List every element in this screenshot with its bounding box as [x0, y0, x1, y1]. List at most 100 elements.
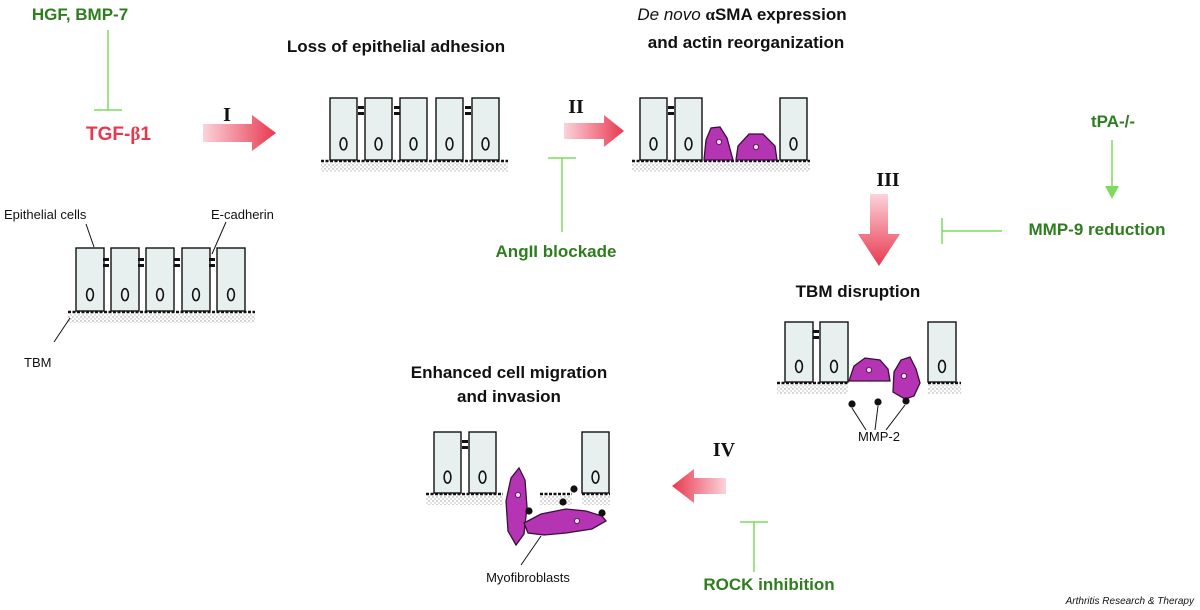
- e-cadherin-junction: [209, 258, 215, 261]
- e-cadherin-junction: [462, 446, 468, 449]
- tbm-pointer: [53, 317, 71, 343]
- tbm-disruption-title: TBM disruption: [796, 282, 921, 301]
- epithelial-cell: [435, 97, 464, 161]
- e-cadherin-junction: [174, 258, 180, 261]
- mmp2-molecule: [598, 509, 606, 517]
- step-iv-arrow: [672, 469, 726, 503]
- step-iv-label: IV: [713, 439, 736, 461]
- cell-nucleus: [789, 137, 798, 151]
- e-cadherin-label: E-cadherin: [211, 207, 274, 222]
- epithelial-cell: [819, 321, 849, 383]
- epithelial-cell: [364, 97, 393, 161]
- cell-nucleus: [829, 359, 839, 374]
- cell-nucleus: [591, 470, 600, 484]
- cell-nucleus: [191, 287, 201, 302]
- actin-reorganization-title: and actin reorganization: [648, 33, 844, 52]
- epithelial-cell: [329, 97, 358, 161]
- tbm-label: TBM: [24, 355, 51, 370]
- mmp2-molecule: [874, 398, 882, 406]
- cell-nucleus: [155, 287, 165, 302]
- basement-membrane-matrix: [540, 496, 572, 505]
- loss-adhesion-panel: [321, 97, 508, 172]
- mmp2-pointer: [885, 404, 906, 431]
- cell-nucleus: [684, 137, 693, 151]
- cell-nucleus: [226, 287, 236, 302]
- step-iii-arrow: [858, 194, 900, 266]
- e-cadherin-junction: [394, 106, 400, 109]
- cell-nucleus: [409, 137, 418, 151]
- step-iii-label: III: [876, 169, 900, 191]
- epithelial-cells-pointer: [85, 223, 95, 248]
- epithelial-cell: [639, 97, 668, 161]
- e-cadherin-junction: [465, 112, 471, 115]
- cell-nucleus: [374, 137, 383, 151]
- cell-nucleus: [794, 359, 804, 374]
- myofibroblast-nucleus: [866, 366, 873, 373]
- mmp2-molecule: [570, 485, 578, 493]
- e-cadherin-pointer: [211, 221, 227, 255]
- e-cadherin-junction: [465, 106, 471, 109]
- epithelial-cell: [145, 247, 175, 312]
- e-cadherin-junction: [813, 336, 819, 339]
- epithelial-cell: [181, 247, 211, 312]
- invading-cell: [892, 356, 921, 400]
- myofibroblast-spindle: [523, 508, 607, 536]
- epithelial-cell: [110, 247, 140, 312]
- cell-nucleus: [443, 470, 452, 484]
- tpa-arrowhead: [1105, 186, 1119, 199]
- basement-membrane-matrix: [928, 385, 961, 394]
- cell-nucleus: [937, 359, 947, 374]
- myofibroblasts-pointer: [520, 535, 542, 566]
- mmp2-pointer: [874, 405, 879, 431]
- cell-nucleus: [445, 137, 454, 151]
- epithelial-cell: [674, 97, 703, 161]
- myofibroblast-nucleus: [515, 491, 522, 498]
- basement-membrane-matrix: [321, 163, 508, 172]
- epithelial-cell: [471, 97, 500, 161]
- cell-nucleus: [85, 287, 95, 302]
- inhibition-lines: [94, 30, 1113, 572]
- mmp2-molecule: [559, 498, 567, 506]
- myofibroblast-nucleus: [901, 372, 908, 379]
- mmp2-molecule: [848, 400, 856, 408]
- e-cadherin-junction: [358, 106, 364, 109]
- step-ii-label: II: [568, 96, 584, 118]
- basement-membrane-matrix: [632, 163, 810, 172]
- epithelial-cell: [779, 97, 808, 161]
- cell-nucleus: [481, 137, 490, 151]
- angii-blockade-label: AngII blockade: [496, 242, 617, 261]
- e-cadherin-junction: [138, 258, 144, 261]
- e-cadherin-junction: [813, 330, 819, 333]
- step-i-label: I: [223, 104, 231, 126]
- step-ii-arrow: [564, 115, 624, 147]
- mmp2-pointer: [851, 407, 867, 431]
- e-cadherin-junction: [174, 264, 180, 267]
- cell-nucleus: [120, 287, 130, 302]
- e-cadherin-junction: [668, 112, 674, 115]
- migration-title-line2: and invasion: [457, 387, 561, 406]
- sma-expression-panel: [632, 97, 810, 172]
- basement-membrane-matrix: [582, 496, 610, 505]
- rock-inhibition-label: ROCK inhibition: [703, 575, 834, 594]
- hgf-bmp7-label: HGF, BMP-7: [32, 5, 128, 24]
- migration-title-line1: Enhanced cell migration: [411, 363, 608, 382]
- myofibroblast-nucleus: [574, 518, 581, 525]
- myofibroblast-nucleus: [753, 143, 760, 150]
- mmp2-molecule: [525, 507, 533, 515]
- e-cadherin-junction: [358, 112, 364, 115]
- tgf-beta1-label: TGF-β1: [86, 124, 151, 145]
- step-i-arrow: [203, 115, 276, 151]
- mmp2-molecule: [902, 397, 910, 405]
- journal-credit: Arthritis Research & Therapy: [1065, 596, 1195, 607]
- e-cadherin-junction: [668, 106, 674, 109]
- mmp2-label: MMP-2: [858, 429, 900, 444]
- epithelial-cell: [216, 247, 246, 312]
- mmp9-reduction-label: MMP-9 reduction: [1029, 220, 1166, 239]
- basement-membrane-matrix: [68, 314, 255, 323]
- e-cadherin-junction: [394, 112, 400, 115]
- e-cadherin-junction: [103, 264, 109, 267]
- e-cadherin-junction: [462, 440, 468, 443]
- epithelial-cell: [75, 247, 105, 312]
